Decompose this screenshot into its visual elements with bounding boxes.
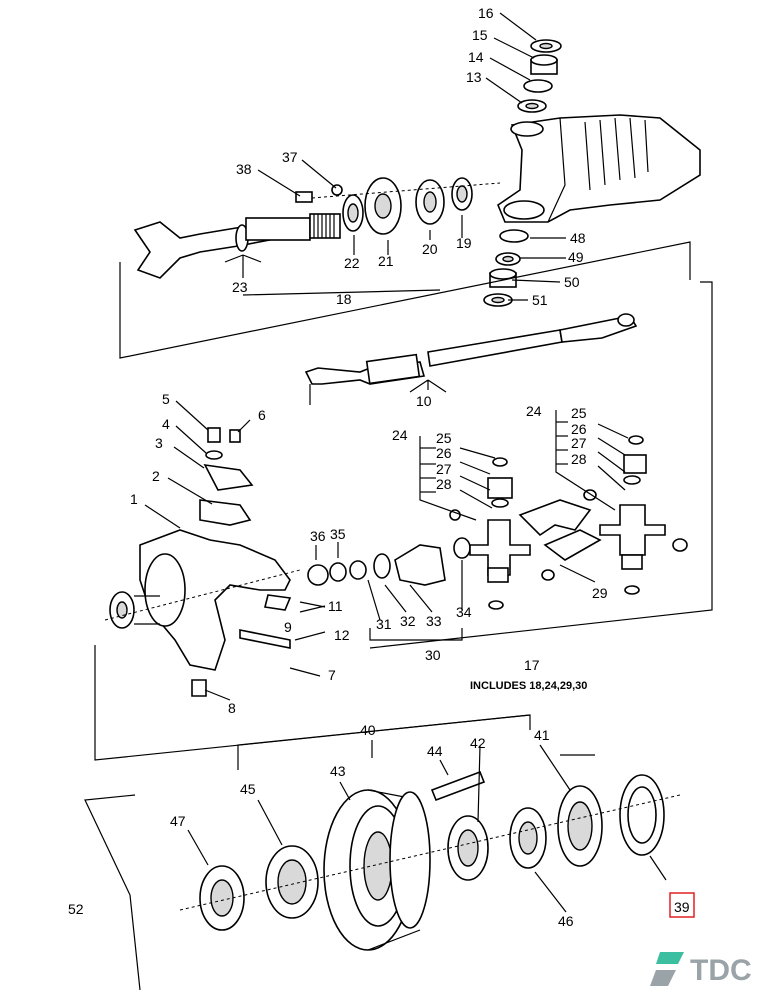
group-52-frame — [84, 794, 141, 991]
hub-assembly — [179, 770, 681, 951]
highlight-box — [669, 892, 695, 918]
callout-51: 51 — [532, 292, 548, 308]
callout-27-right: 27 — [571, 435, 587, 451]
callout-19: 19 — [456, 235, 472, 251]
callout-24-left: 24 — [392, 427, 408, 443]
callout-32: 32 — [400, 613, 416, 629]
callout-33: 33 — [426, 613, 442, 629]
callout-34: 34 — [456, 604, 472, 620]
group-40-frame — [237, 714, 595, 770]
callout-11: 11 — [328, 598, 343, 614]
callout-5: 5 — [162, 391, 170, 407]
callout-47: 47 — [170, 813, 186, 829]
callout-4: 4 — [162, 416, 170, 432]
callout-8: 8 — [228, 700, 236, 716]
callout-49: 49 — [568, 249, 584, 265]
callout-1: 1 — [130, 491, 138, 507]
callout-3: 3 — [155, 435, 163, 451]
callout-23: 23 — [232, 279, 248, 295]
cross-bearing-left — [449, 457, 555, 610]
callout-25-right: 25 — [571, 405, 587, 421]
callout-14: 14 — [468, 49, 484, 65]
callout-28-right: 28 — [571, 451, 587, 467]
callout-30: 30 — [425, 647, 441, 663]
steering-knuckle — [104, 427, 301, 697]
tdc-logo: TDC — [650, 952, 752, 987]
callout-46: 46 — [558, 913, 574, 929]
kingpin-upper-stack — [517, 39, 562, 113]
callout-29: 29 — [592, 585, 608, 601]
callout-17: 17 — [524, 657, 540, 673]
logo-text: TDC — [690, 954, 752, 987]
callout-36: 36 — [310, 528, 326, 544]
group-18-frame — [119, 241, 691, 359]
callout-42: 42 — [470, 735, 486, 751]
kingpin-lower-stack — [483, 229, 529, 307]
callout-39-highlighted[interactable]: 39 — [669, 892, 695, 918]
callout-27-left: 27 — [436, 461, 452, 477]
callout-20: 20 — [422, 241, 438, 257]
callout-44: 44 — [427, 743, 443, 759]
callout-9: 9 — [284, 619, 292, 635]
callout-22: 22 — [344, 255, 360, 271]
callout-6: 6 — [258, 407, 266, 423]
callout-38: 38 — [236, 161, 252, 177]
callout-31: 31 — [376, 616, 392, 632]
callout-16: 16 — [478, 5, 494, 21]
callout-labels: 16 15 14 13 38 37 22 21 20 19 23 18 48 4… — [68, 5, 608, 929]
callout-35: 35 — [330, 526, 346, 542]
callout-21: 21 — [378, 253, 394, 269]
callout-25-left: 25 — [436, 430, 452, 446]
yoke — [518, 499, 602, 561]
universal-joint-parts — [307, 537, 471, 586]
callout-28-left: 28 — [436, 476, 452, 492]
cross-bearing-right — [583, 435, 688, 595]
callout-43: 43 — [330, 763, 346, 779]
callout-52: 52 — [68, 901, 84, 917]
callout-45: 45 — [240, 781, 256, 797]
callout-15: 15 — [472, 27, 488, 43]
callout-48: 48 — [570, 230, 586, 246]
callout-24-right: 24 — [526, 403, 542, 419]
axle-housing — [497, 114, 701, 223]
tie-rod-assembly — [304, 313, 638, 405]
callout-2: 2 — [152, 468, 160, 484]
callout-10: 10 — [416, 393, 432, 409]
callout-50: 50 — [564, 274, 580, 290]
callout-18: 18 — [336, 291, 352, 307]
callout-39: 39 — [674, 899, 690, 915]
callout-40: 40 — [360, 722, 376, 738]
callout-13: 13 — [466, 69, 482, 85]
callout-37: 37 — [282, 149, 298, 165]
callout-12: 12 — [334, 627, 350, 643]
axle-shaft-assembly — [133, 177, 501, 279]
leader-lines — [144, 12, 667, 913]
callout-41: 41 — [534, 727, 550, 743]
callout-26-right: 26 — [571, 421, 587, 437]
callout-17-note: INCLUDES 18,24,29,30 — [470, 680, 587, 692]
callout-26-left: 26 — [436, 445, 452, 461]
callout-7: 7 — [328, 667, 336, 683]
tdc-logo-icon — [650, 952, 684, 986]
